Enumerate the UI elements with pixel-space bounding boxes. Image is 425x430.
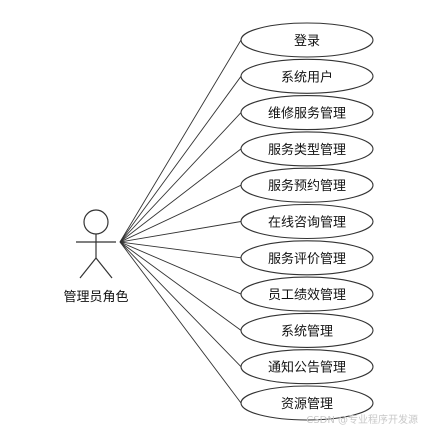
use-case-ellipse (240, 58, 374, 94)
use-case-label: 系统用户 (281, 69, 333, 85)
use-case: 通知公告管理 (240, 349, 374, 385)
use-case-ellipse (240, 167, 374, 203)
use-case: 系统管理 (240, 312, 374, 348)
use-case: 系统用户 (240, 58, 374, 94)
association-lines (119, 39, 242, 404)
association-line (119, 241, 242, 295)
use-case-label: 登录 (294, 34, 320, 49)
use-case: 登录 (240, 22, 374, 58)
use-case: 在线咨询管理 (240, 203, 374, 240)
use-case-label: 资源管理 (281, 397, 333, 412)
use-case: 服务类型管理 (240, 131, 374, 167)
use-case-label: 服务评价管理 (268, 251, 346, 267)
use-case-ellipse (240, 22, 374, 58)
use-case-ellipse (240, 240, 374, 276)
association-line (119, 241, 242, 331)
association-line (119, 39, 242, 243)
use-case-ellipse (240, 203, 374, 240)
use-case-ellipse (240, 276, 374, 312)
association-line (119, 241, 242, 368)
association-line (119, 184, 242, 243)
use-case-ellipse (240, 131, 374, 167)
use-case-label: 系统管理 (281, 324, 333, 339)
use-case-label: 服务预约管理 (268, 178, 346, 194)
actor-head (83, 209, 109, 235)
association-line (119, 241, 242, 404)
association-line (119, 76, 242, 243)
use-case-label: 在线咨询管理 (268, 216, 346, 231)
use-case: 服务评价管理 (240, 240, 374, 276)
actor-right-leg (95, 257, 113, 279)
actor-figure (76, 209, 116, 279)
actor-left-leg (79, 257, 97, 279)
use-case-ellipse (240, 95, 374, 131)
use-case-ellipse (240, 349, 374, 385)
use-case: 资源管理 (240, 385, 374, 421)
use-case-label: 维修服务管理 (268, 106, 346, 122)
association-line (119, 148, 242, 243)
association-line (119, 221, 242, 243)
association-line (119, 112, 242, 243)
use-case: 员工绩效管理 (240, 276, 374, 312)
actor-label: 管理员角色 (63, 289, 128, 305)
use-case-label: 员工绩效管理 (268, 288, 346, 303)
use-case: 服务预约管理 (240, 167, 374, 203)
use-case-ellipse (240, 312, 374, 348)
association-line (119, 241, 242, 259)
use-case-ellipse (240, 385, 374, 421)
use-case-label: 服务类型管理 (268, 142, 346, 158)
use-case: 维修服务管理 (240, 95, 374, 131)
watermark-text: CSDN @专业程序开发源 (306, 413, 418, 426)
use-case-label: 通知公告管理 (268, 360, 346, 376)
use-case-list: 登录系统用户维修服务管理服务类型管理服务预约管理在线咨询管理服务评价管理员工绩效… (240, 22, 374, 421)
